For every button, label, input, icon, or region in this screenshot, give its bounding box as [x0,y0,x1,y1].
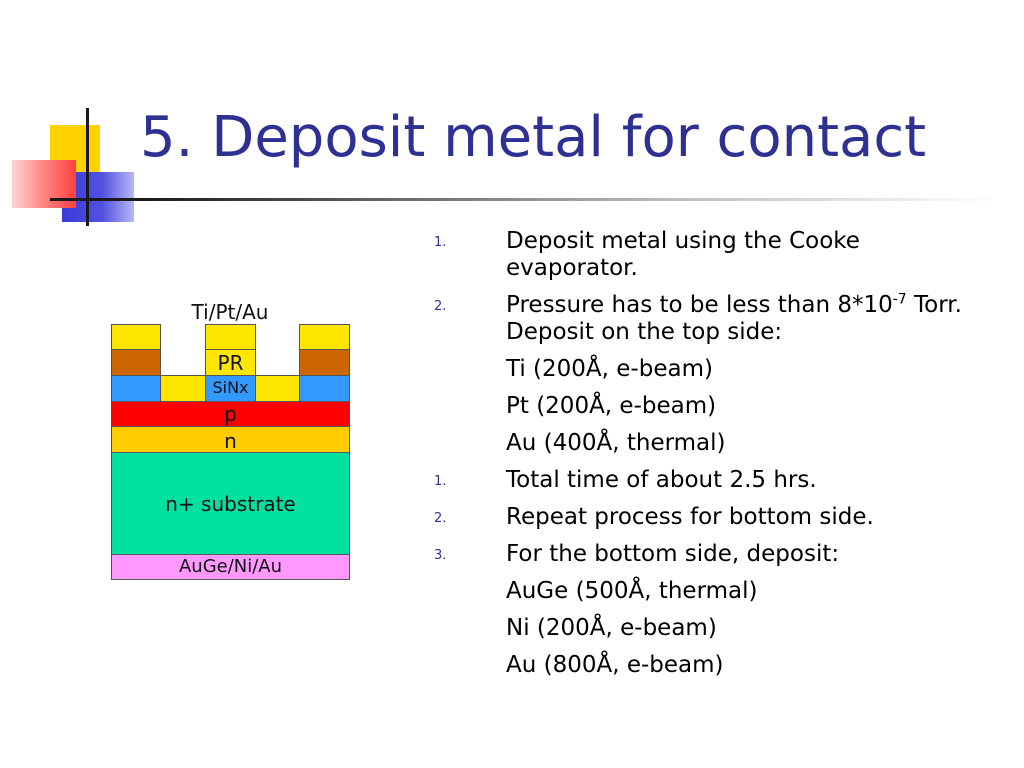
sinx-layer-right [299,375,350,402]
metal-contact-left [160,375,206,402]
list-item: 3. For the bottom side, deposit: [434,541,994,568]
list-number: 2. [434,299,447,314]
list-number: 3. [434,548,447,563]
metal-pad-center [205,324,256,350]
logo-vertical-line [86,108,89,226]
list-item: 1. Total time of about 2.5 hrs. [434,467,994,494]
list-number: 2. [434,511,447,526]
backside-metal-layer [111,554,350,580]
title-underline [50,198,1000,201]
list-text: Total time of about 2.5 hrs. [506,467,817,493]
slide-title: 5. Deposit metal for contact [140,105,927,170]
sub-item: Pt (200Å, e-beam) [506,393,717,419]
list-text: Pressure has to be less than 8*10 [506,292,893,318]
list-item: 2. Repeat process for bottom side. [434,504,994,531]
list-number: 1. [434,474,447,489]
list-item: 1. Deposit metal using the Cooke evapora… [434,228,994,282]
metal-in-opening [205,349,256,376]
sub-item: Au (400Å, thermal) [506,430,726,456]
exponent: -7 [892,291,907,308]
list-text: Deposit metal using the Cooke evaporator… [506,228,860,281]
substrate-layer [111,452,350,555]
sub-item: Ni (200Å, e-beam) [506,615,717,641]
metal-pad-left [111,324,161,350]
metal-pad-right [299,324,350,350]
sub-item: Ti (200Å, e-beam) [506,356,713,382]
list-text-tail: Torr. Deposit on the top side: [506,292,962,345]
metal-top-label: Ti/Pt/Au [191,300,269,324]
list-number: 1. [434,235,447,250]
n-label: n [224,429,237,453]
list-item: 2. Pressure has to be less than 8*10-7 T… [434,292,994,346]
p-label: p [224,402,237,426]
pr-layer-left [111,349,161,376]
sub-item: Au (800Å, e-beam) [506,652,724,678]
list-text: For the bottom side, deposit: [506,541,840,567]
sinx-layer-left [111,375,161,402]
pr-label: PR [217,351,244,375]
backside-metal-label: AuGe/Ni/Au [178,556,283,577]
sinx-label: SiNx [212,378,249,397]
metal-contact-right [255,375,300,402]
substrate-label: n+ substrate [165,492,296,516]
step-list: 1. Deposit metal using the Cooke evapora… [434,228,994,689]
list-text: Repeat process for bottom side. [506,504,874,530]
sub-item: AuGe (500Å, thermal) [506,578,758,604]
pr-layer-right [299,349,350,376]
